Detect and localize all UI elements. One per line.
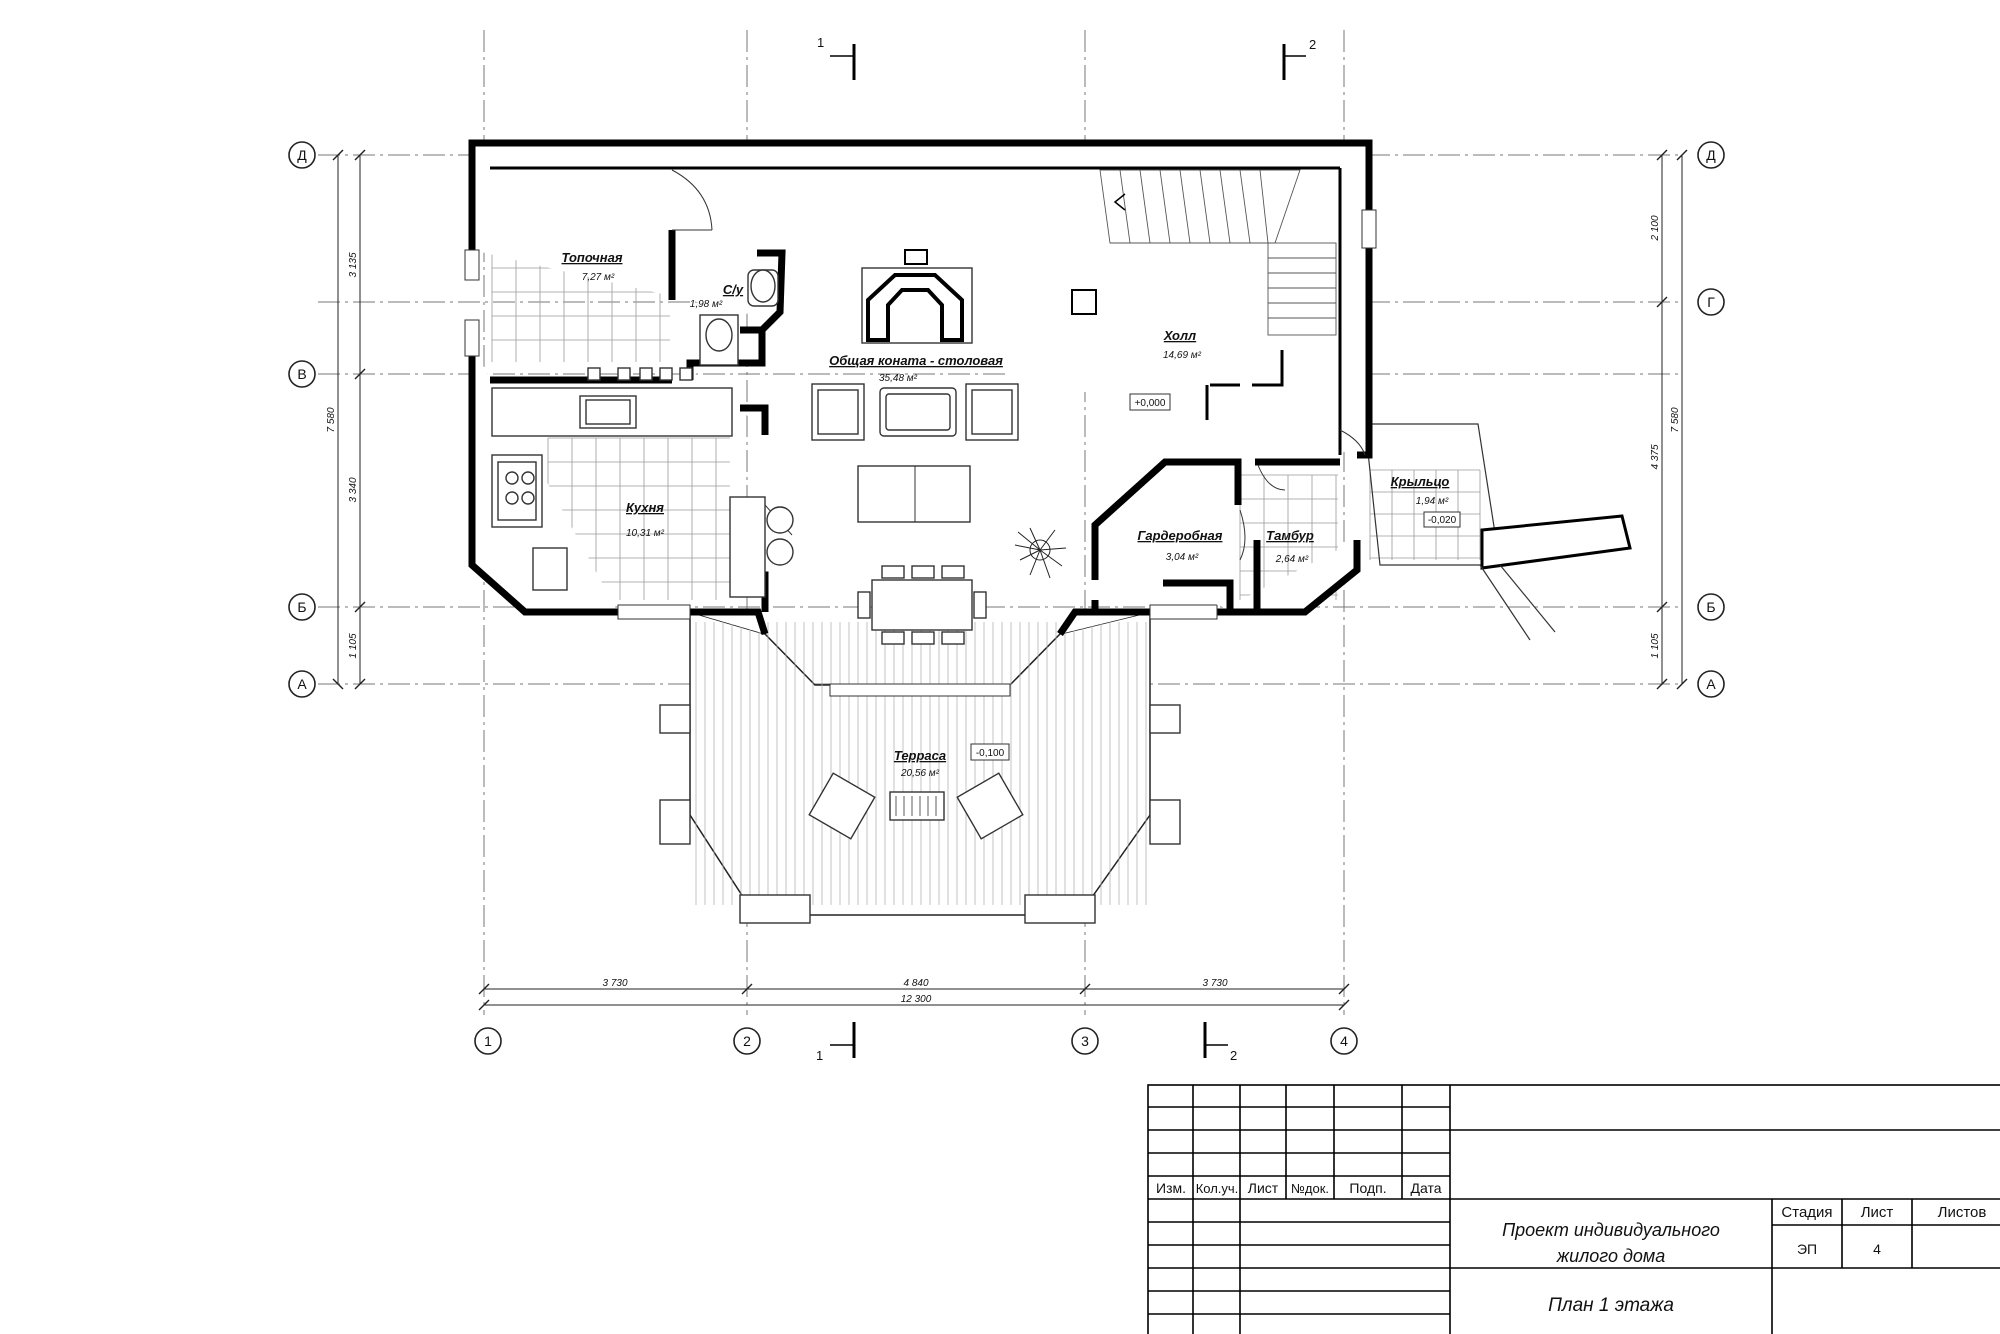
axis-bubble-3: 3 <box>1071 1027 1099 1055</box>
tb-header-podp: Подп. <box>1349 1180 1386 1196</box>
furniture <box>491 249 1067 645</box>
level-mark-hall-frame <box>1129 393 1171 411</box>
svg-text:3: 3 <box>1081 1033 1089 1049</box>
svg-text:4: 4 <box>1340 1033 1348 1049</box>
dim-left-3: 1 105 <box>348 633 359 658</box>
tb-stage-value: ЭП <box>1797 1241 1817 1257</box>
tb-header-kolvo: Кол.уч. <box>1196 1181 1239 1196</box>
section-cut-1-top: 1 <box>817 35 856 80</box>
svg-text:1: 1 <box>484 1033 492 1049</box>
svg-text:А: А <box>297 676 307 692</box>
axis-bubble-a-left: А <box>288 670 316 698</box>
dim-bottom-2: 4 840 <box>903 978 928 989</box>
section-cut-2-bottom: 2 <box>1203 1022 1237 1063</box>
room-area-boiler: 7,27 м² <box>582 272 615 283</box>
axis-bubble-d-right: Д <box>1697 141 1725 169</box>
section-marks: 1 2 1 2 <box>816 35 1316 1063</box>
dim-right-3: 1 105 <box>1650 633 1661 658</box>
dim-left-2: 3 340 <box>348 477 359 502</box>
tb-project-line1: Проект индивидуального <box>1502 1220 1720 1240</box>
svg-text:2: 2 <box>743 1033 751 1049</box>
room-name-porch: Крыльцо <box>1391 474 1450 489</box>
axis-bubble-g-right: Г <box>1697 288 1725 316</box>
level-mark-porch-frame <box>1423 511 1461 528</box>
room-area-kitchen: 10,31 м² <box>626 528 665 539</box>
title-block-text: Изм. Кол.уч. Лист №док. Подп. Дата Проек… <box>1156 1180 1986 1316</box>
dim-bottom-total: 12 300 <box>901 994 932 1005</box>
room-name-terrace: Терраса <box>894 748 946 763</box>
terrace: Терраса 20,56 м² -0,100 <box>659 610 1181 924</box>
porch: Крыльцо 1,94 м² -0,020 <box>1364 423 1632 641</box>
room-name-wardrobe: Гардеробная <box>1138 528 1223 543</box>
dim-bottom-1: 3 730 <box>602 978 627 989</box>
level-mark-terrace-frame <box>970 743 1010 761</box>
axis-bubble-b-right: Б <box>1697 593 1725 621</box>
room-area-terrace: 20,56 м² <box>900 768 940 779</box>
svg-text:1: 1 <box>817 35 824 50</box>
level-mark-terrace: -0,100 <box>976 748 1005 759</box>
title-block <box>1147 1084 2000 1334</box>
axis-bubble-v-left: В <box>288 360 316 388</box>
dim-right-total: 7 580 <box>1670 407 1681 432</box>
dim-right-2: 4 375 <box>1650 444 1661 469</box>
svg-text:2: 2 <box>1230 1048 1237 1063</box>
svg-text:В: В <box>297 366 306 382</box>
section-cut-1-bottom: 1 <box>816 1022 856 1063</box>
axis-bubble-4: 4 <box>1330 1027 1358 1055</box>
svg-text:Г: Г <box>1707 294 1715 310</box>
svg-text:2: 2 <box>1309 37 1316 52</box>
room-area-wardrobe: 3,04 м² <box>1166 552 1199 563</box>
axis-bubble-d-left: Д <box>288 141 316 169</box>
section-cut-2-top: 2 <box>1282 37 1316 80</box>
tb-sheet-title: План 1 этажа <box>1548 1295 1674 1316</box>
dim-left-total: 7 580 <box>326 407 337 432</box>
room-area-porch: 1,94 м² <box>1416 496 1449 507</box>
tb-sheets-label: Листов <box>1938 1204 1987 1221</box>
svg-text:Д: Д <box>1706 147 1716 163</box>
room-labels: Топочная 7,27 м² С/у 1,98 м² Общая конат… <box>562 250 1314 565</box>
room-area-wc: 1,98 м² <box>690 299 723 310</box>
room-name-boiler: Топочная <box>562 250 623 265</box>
room-area-living: 35,48 м² <box>879 373 918 384</box>
axis-bubble-b-left: Б <box>288 593 316 621</box>
svg-text:Б: Б <box>1706 599 1715 615</box>
dim-right-1: 2 100 <box>1650 215 1661 241</box>
room-name-wc: С/у <box>723 282 744 297</box>
room-name-vestibule: Тамбур <box>1266 528 1314 543</box>
svg-text:Б: Б <box>297 599 306 615</box>
tb-stage-label: Стадия <box>1781 1204 1832 1221</box>
interior-walls <box>490 169 1340 612</box>
dim-left-1: 3 135 <box>348 252 359 277</box>
room-name-living: Общая коната - столовая <box>829 353 1003 368</box>
windows <box>464 209 1377 697</box>
axis-bubble-1: 1 <box>474 1027 502 1055</box>
dimension-lines: 3 730 4 840 3 730 12 300 3 135 3 340 1 1… <box>326 149 1688 1011</box>
tb-header-data: Дата <box>1410 1180 1441 1196</box>
room-area-vestibule: 2,64 м² <box>1275 554 1309 565</box>
tb-header-list: Лист <box>1248 1180 1279 1196</box>
svg-text:Д: Д <box>297 147 307 163</box>
svg-text:1: 1 <box>816 1048 823 1063</box>
axis-bubble-2: 2 <box>733 1027 761 1055</box>
axis-bubble-a-right: А <box>1697 670 1725 698</box>
level-mark-hall: +0,000 <box>1135 398 1166 409</box>
dim-bottom-3: 3 730 <box>1202 978 1227 989</box>
tb-project-line2: жилого дома <box>1556 1246 1666 1266</box>
level-mark-porch: -0,020 <box>1428 515 1457 526</box>
room-area-hall: 14,69 м² <box>1163 350 1202 361</box>
room-name-kitchen: Кухня <box>626 500 664 515</box>
tb-sheet-label: Лист <box>1861 1204 1894 1221</box>
tb-sheet-value: 4 <box>1873 1241 1881 1257</box>
axis-bubbles: Д В Б А Д Г Б А 1 2 3 4 <box>288 141 1725 1055</box>
tb-header-ndok: №док. <box>1291 1181 1329 1196</box>
svg-text:А: А <box>1706 676 1716 692</box>
room-name-hall: Холл <box>1163 328 1196 343</box>
tb-header-izm: Изм. <box>1156 1180 1186 1196</box>
